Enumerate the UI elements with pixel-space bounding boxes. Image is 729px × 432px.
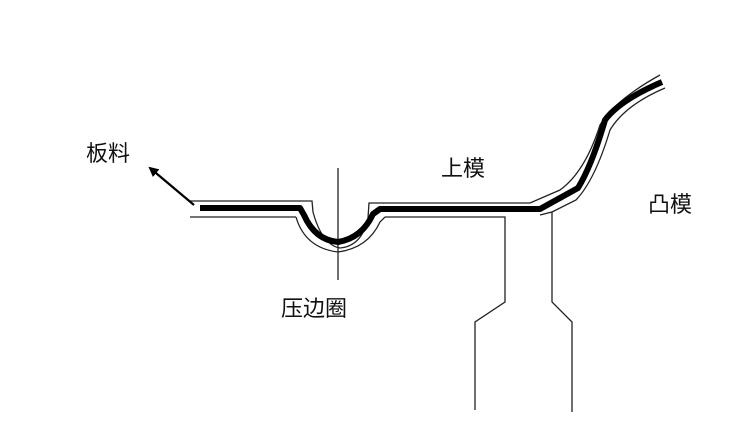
label-blank-holder: 压边圈 <box>281 297 348 322</box>
punch-outline <box>539 211 573 412</box>
label-upper-die: 上模 <box>441 157 486 182</box>
blank-holder-lower-outline <box>385 216 506 410</box>
sheet-metal <box>200 79 664 245</box>
punch-upper-outline <box>551 87 666 213</box>
label-sheet: 板料 <box>86 142 131 167</box>
label-punch: 凸模 <box>648 193 693 218</box>
sheet-pointer-arrow <box>148 166 195 206</box>
